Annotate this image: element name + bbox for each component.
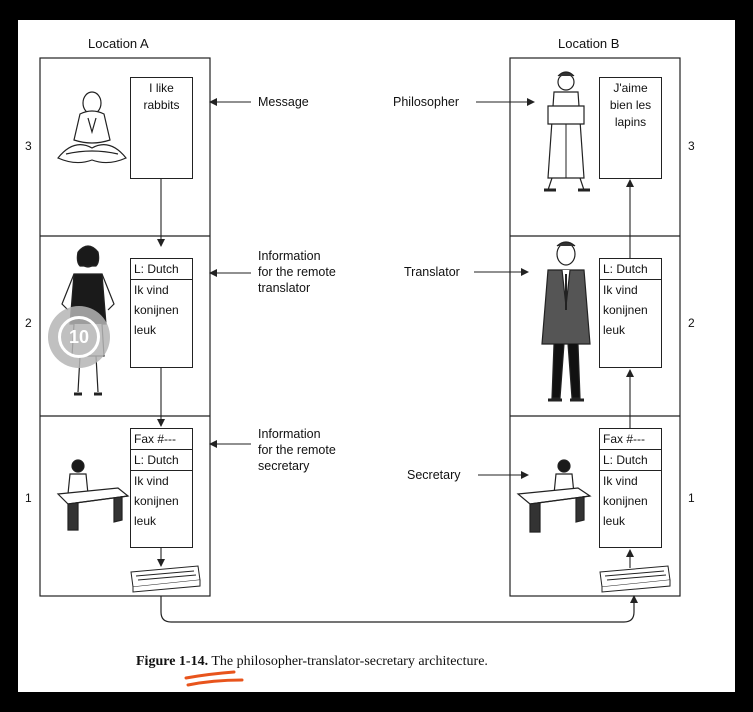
box-b-level-1: Fax #--- L: Dutch Ik vind konijnen leuk	[599, 428, 662, 548]
male-translator-figure	[541, 241, 591, 402]
dutch-line: konijnen	[134, 494, 179, 508]
dutch-line: Ik vind	[603, 283, 638, 297]
box-b-level-2: L: Dutch Ik vind konijnen leuk	[599, 258, 662, 368]
dutch-line: Ik vind	[134, 283, 169, 297]
language-header: L: Dutch	[600, 259, 661, 280]
figure-number: Figure 1-14.	[136, 654, 209, 669]
philosopher-label: Philosopher	[393, 95, 460, 109]
dutch-line: Ik vind	[603, 474, 638, 488]
orange-underline-mark	[184, 670, 244, 687]
location-a-frame	[39, 57, 211, 597]
dutch-line: leuk	[134, 514, 157, 528]
dutch-line: konijnen	[603, 494, 648, 508]
slide: Location A Location B 3 2 1 3 2 1	[18, 20, 735, 692]
level-1-left: 1	[25, 491, 32, 505]
box-b-level-3: J'aime bien les lapins	[599, 77, 662, 179]
level-1-right: 1	[688, 491, 695, 505]
fax-machine-a	[130, 565, 201, 593]
message-french: J'aime bien les lapins	[609, 81, 652, 129]
level-3-right: 3	[688, 139, 695, 153]
language-header: L: Dutch	[131, 259, 192, 280]
level-2-left: 2	[25, 316, 32, 330]
figure-caption: Figure 1-14. The philosopher-translator-…	[136, 654, 488, 670]
box-a-level-2: L: Dutch Ik vind konijnen leuk	[130, 258, 193, 368]
location-a-label: Location A	[88, 36, 149, 51]
secretary-label: Secretary	[407, 468, 461, 482]
info-remote-secretary-label: Information for the remote secretary	[258, 427, 336, 473]
replay-10-label: 10	[58, 316, 100, 358]
dutch-line: leuk	[134, 323, 157, 337]
box-a-level-1: Fax #--- L: Dutch Ik vind konijnen leuk	[130, 428, 193, 548]
info-remote-translator-label: Information for the remote translator	[258, 249, 336, 295]
dutch-line: konijnen	[134, 303, 179, 317]
box-a-level-3: I like rabbits	[130, 77, 193, 179]
fax-header: Fax #---	[131, 429, 192, 450]
dutch-line: Ik vind	[134, 474, 169, 488]
dutch-line: leuk	[603, 323, 626, 337]
figure-caption-text: The philosopher-translator-secretary arc…	[211, 654, 488, 669]
secretary-b-figure	[516, 459, 592, 533]
physical-connection-line	[160, 595, 638, 623]
diagram-drawing	[39, 57, 681, 687]
fax-machine-b	[599, 565, 671, 593]
replay-10-badge-icon[interactable]: 10	[48, 306, 110, 368]
message-english: I like rabbits	[143, 81, 180, 112]
message-label: Message	[258, 95, 309, 109]
language-header: L: Dutch	[600, 450, 661, 471]
secretary-a-figure	[56, 459, 130, 531]
dutch-line: konijnen	[603, 303, 648, 317]
location-b-label: Location B	[558, 36, 620, 51]
language-header: L: Dutch	[131, 450, 192, 471]
dutch-line: leuk	[603, 514, 626, 528]
meditating-philosopher-figure	[57, 91, 127, 164]
level-2-right: 2	[688, 316, 695, 330]
fax-header: Fax #---	[600, 429, 661, 450]
standing-philosopher-figure	[544, 71, 590, 192]
location-b-frame	[509, 57, 681, 597]
level-3-left: 3	[25, 139, 32, 153]
translator-label: Translator	[404, 265, 460, 279]
